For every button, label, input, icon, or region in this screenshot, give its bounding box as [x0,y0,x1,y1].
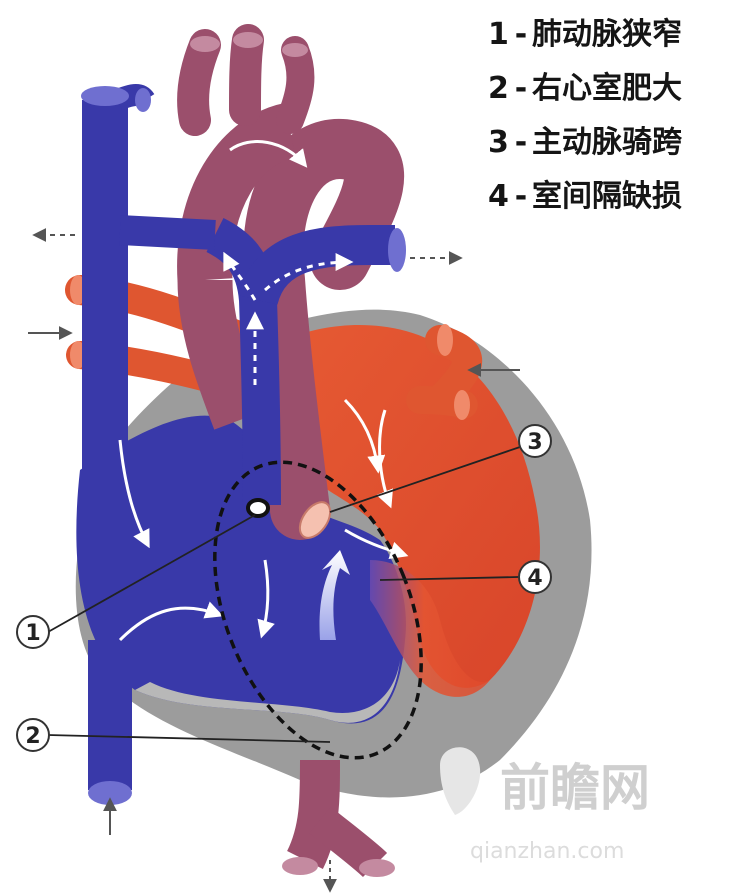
watermark: 前瞻网 qianzhan.com [440,747,650,864]
legend-item-4: 4 - 室间隔缺损 [488,170,738,224]
legend-number: 1 [488,8,510,62]
legend-item-1: 1 - 肺动脉狭窄 [488,8,738,62]
svg-text:3: 3 [527,430,542,455]
inferior-vena-cava [88,640,132,805]
legend-item-2: 2 - 右心室肥大 [488,62,738,116]
legend-label: 主动脉骑跨 [532,116,682,170]
legend-number: 3 [488,116,510,170]
legend-separator: - [510,62,532,116]
legend-label: 右心室肥大 [532,62,682,116]
marker-3: 3 [519,425,551,457]
svg-text:4: 4 [527,566,542,591]
marker-2: 2 [17,719,49,751]
svg-text:2: 2 [25,724,40,749]
legend-label: 肺动脉狭窄 [532,8,682,62]
legend: 1 - 肺动脉狭窄 2 - 右心室肥大 3 - 主动脉骑跨 4 - 室间隔缺损 [488,8,738,224]
svg-text:1: 1 [25,621,40,646]
watermark-logo-icon [440,747,480,815]
marker-1: 1 [17,616,49,648]
legend-item-3: 3 - 主动脉骑跨 [488,116,738,170]
legend-label: 室间隔缺损 [532,170,682,224]
legend-separator: - [510,8,532,62]
legend-number: 4 [488,170,510,224]
legend-separator: - [510,170,532,224]
legend-separator: - [510,116,532,170]
stenosis-ring [248,500,268,516]
svg-text:前瞻网: 前瞻网 [500,759,650,817]
marker-4: 4 [519,561,551,593]
legend-number: 2 [488,62,510,116]
svg-text:qianzhan.com: qianzhan.com [470,839,624,864]
